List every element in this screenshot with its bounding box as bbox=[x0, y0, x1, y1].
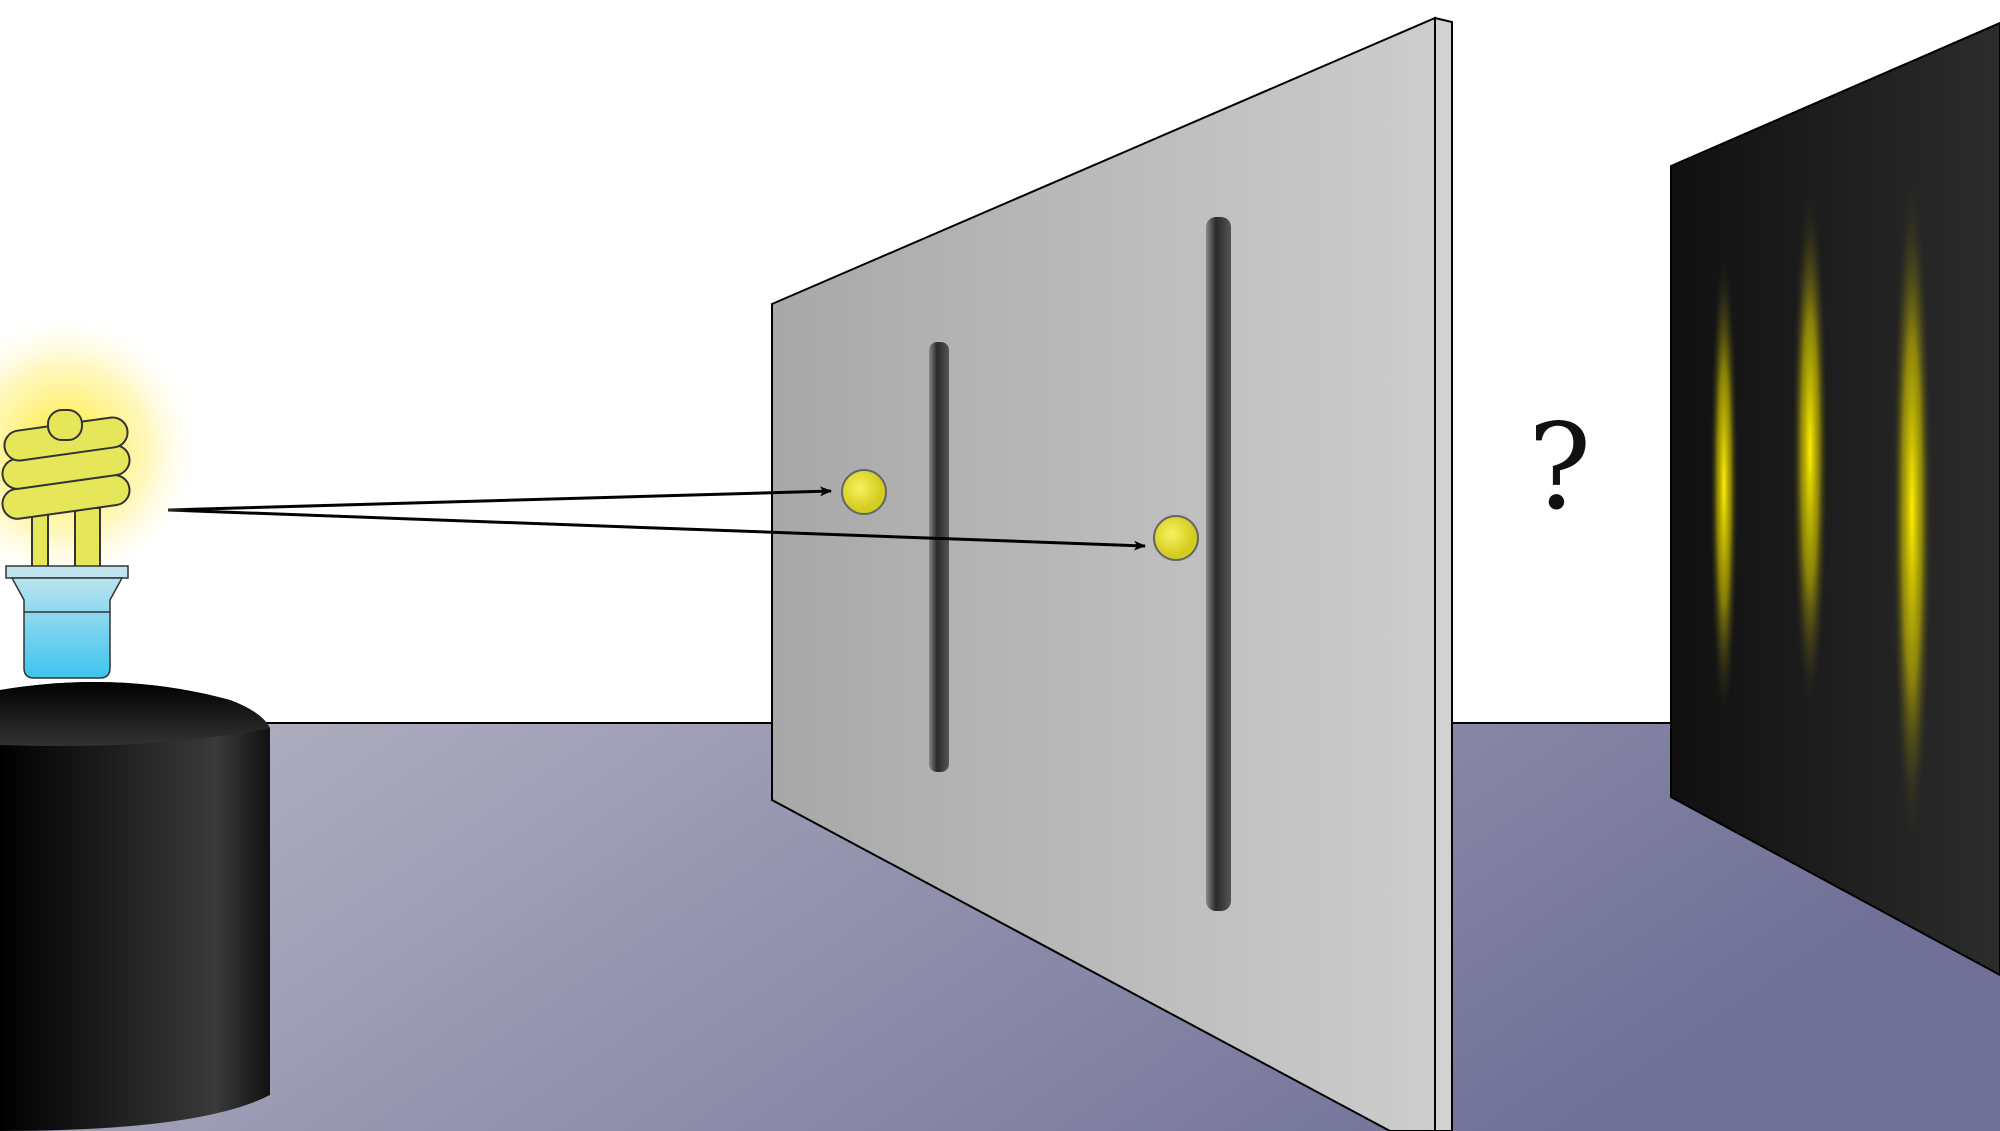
arrow-icon bbox=[167, 508, 1146, 551]
interference-fringe bbox=[1792, 185, 1828, 715]
detection-screen bbox=[1670, 21, 2000, 977]
question-mark: ? bbox=[1528, 398, 1591, 536]
interference-fringe bbox=[1710, 250, 1738, 720]
slit-1 bbox=[929, 342, 949, 772]
light-bulb-icon bbox=[0, 310, 205, 679]
slit-2 bbox=[1206, 217, 1231, 911]
interference-fringe bbox=[1892, 170, 1932, 850]
floor bbox=[0, 723, 2000, 1131]
particle-icon bbox=[841, 469, 887, 515]
slit-plate bbox=[771, 16, 1453, 1131]
arrow-icon bbox=[167, 486, 832, 512]
particle-icon bbox=[1153, 515, 1199, 561]
lamp-pedestal bbox=[0, 682, 270, 1131]
